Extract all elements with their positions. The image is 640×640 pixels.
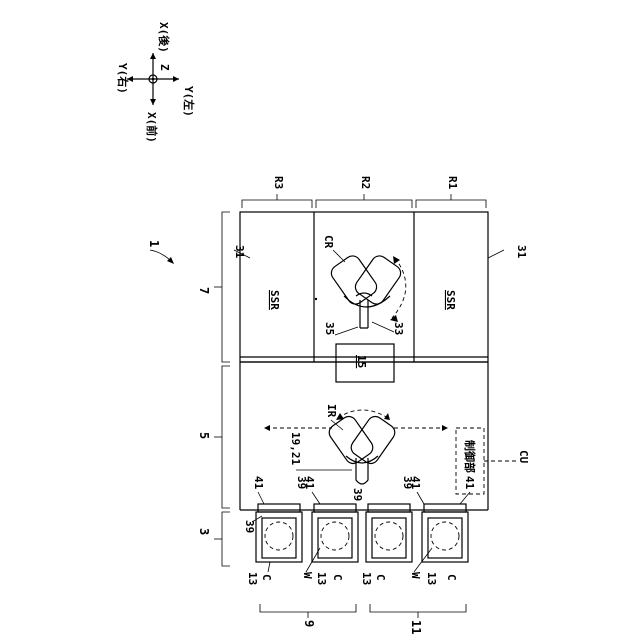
ref-39-a: 39 — [243, 520, 256, 533]
load-port-3 — [366, 504, 412, 562]
processing-block: SSR SSR 31 31 CR 35 33 15 — [233, 212, 528, 382]
axis-x-front-label: X(前) — [145, 112, 159, 143]
ref-13-c: 13 — [360, 572, 373, 585]
ssr-right-label: SSR — [444, 290, 457, 310]
transfer-block: IR 19,21 制御部 CU — [240, 362, 530, 510]
ref-39-c: 39 — [351, 488, 364, 501]
group-braces: 9 11 — [260, 604, 466, 634]
ref-19-21: 19,21 — [289, 432, 302, 465]
transfer-robot-ir — [326, 413, 398, 484]
cr-label: CR — [322, 235, 335, 249]
system-ref: 1 — [147, 240, 174, 264]
ir-label: IR — [325, 404, 338, 418]
group-9-label: 9 — [302, 620, 316, 627]
ref-w-b: W — [409, 572, 422, 579]
region-braces: R3 R2 R1 — [242, 176, 486, 208]
ref-c-a: C — [260, 574, 273, 581]
ref-13-a: 13 — [246, 572, 259, 585]
ssr-left-label: SSR — [268, 290, 281, 310]
ref-13-d: 13 — [425, 572, 438, 585]
transfer-robot-cr — [328, 253, 403, 328]
axis-z-label: Z — [158, 64, 171, 71]
load-port-1 — [256, 504, 302, 562]
block-3-label: 3 — [197, 528, 211, 535]
ref-c-c: C — [374, 574, 387, 581]
region-r1-label: R1 — [446, 176, 459, 190]
ref-13-b: 13 — [315, 572, 328, 585]
ref-39-b: 39 — [295, 476, 308, 489]
ref-c-b: C — [331, 574, 344, 581]
region-r3-label: R3 — [272, 176, 285, 189]
axis-indicator: X(後) Y(右) Z Y(左) X(前) — [116, 22, 196, 143]
axis-x-back-label: X(後) — [157, 22, 171, 53]
carrier-block: 41 41 41 41 39 39 39 39 13 C W 13 C 13 C… — [243, 476, 476, 585]
ref-39-d: 39 — [401, 476, 414, 489]
block-5-label: 5 — [197, 432, 211, 439]
cu-label: CU — [517, 450, 530, 464]
load-port-2 — [312, 504, 358, 562]
ref-w-a: W — [301, 572, 314, 579]
system-number: 1 — [147, 240, 161, 247]
block-braces: 7 5 3 — [197, 212, 230, 566]
ssr-right-ref: 31 — [515, 245, 528, 259]
axis-y-right-label: Y(右) — [116, 63, 130, 94]
axis-y-left-label: Y(左) — [182, 86, 196, 117]
ref-c-d: C — [445, 574, 458, 581]
block-7-label: 7 — [197, 287, 211, 294]
ref-15: 15 — [355, 355, 368, 368]
control-unit-text: 制御部 — [463, 440, 477, 473]
ref-35: 35 — [323, 322, 336, 335]
ref-33: 33 — [392, 322, 405, 335]
ref-41-a: 41 — [252, 476, 265, 490]
ref-41-d: 41 — [463, 476, 476, 490]
ssr-left-ref: 31 — [233, 245, 246, 259]
group-11-label: 11 — [409, 620, 423, 634]
region-r2-label: R2 — [359, 176, 372, 189]
load-port-4 — [422, 504, 468, 562]
